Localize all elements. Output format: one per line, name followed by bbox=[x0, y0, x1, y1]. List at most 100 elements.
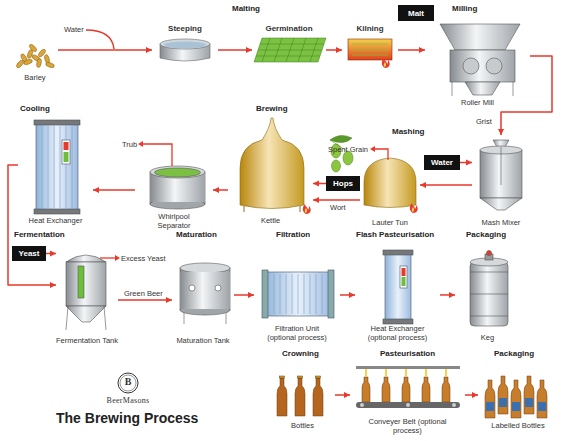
excess-yeast-line bbox=[100, 257, 116, 258]
caption-group: Filtration Unit (optional process) bbox=[260, 324, 335, 342]
stage-heading: Maturation bbox=[176, 230, 217, 239]
kiln bbox=[348, 39, 392, 68]
brew-kettle bbox=[240, 118, 311, 214]
caption-group: Whirlpool Separator bbox=[149, 212, 199, 230]
germination-floor bbox=[254, 38, 326, 62]
tag-text: Yeast bbox=[19, 249, 40, 258]
caption-group: Maturation Tank bbox=[166, 336, 240, 345]
flow-connector-group bbox=[46, 251, 56, 257]
flow-connector-group bbox=[313, 197, 360, 203]
plate-heat-exchanger bbox=[34, 120, 80, 214]
flow-connector-group bbox=[420, 182, 472, 188]
stage-heading: Milling bbox=[452, 4, 477, 13]
stage-heading: Crowning bbox=[282, 349, 319, 358]
stage-heading: Cooling bbox=[20, 104, 50, 113]
arrow-head bbox=[498, 129, 504, 135]
flow-connector-group bbox=[8, 165, 56, 288]
equipment-node: Heat Exchanger (optional process) bbox=[355, 245, 440, 342]
equipment-node: Fermentation Tank bbox=[56, 245, 118, 345]
arrow-head bbox=[146, 47, 152, 53]
arrow-head bbox=[449, 292, 455, 298]
flow-arrow bbox=[440, 294, 455, 296]
lauter-tun bbox=[364, 158, 418, 213]
arrow-head bbox=[349, 292, 355, 298]
tag-text: Malt bbox=[408, 9, 424, 18]
arrow-head bbox=[50, 282, 56, 288]
stage-heading: Packaging bbox=[466, 230, 506, 239]
equipment-caption: Heat Exchanger (optional process) bbox=[360, 324, 435, 342]
flow-arrow bbox=[234, 294, 254, 296]
arrow-head bbox=[166, 297, 172, 303]
flow-arrow bbox=[335, 394, 350, 396]
arrow-head bbox=[213, 187, 219, 193]
flow-arrow bbox=[398, 49, 425, 51]
flow-arrow bbox=[118, 299, 172, 301]
flow-connector-group bbox=[460, 160, 472, 166]
flow-arrow bbox=[420, 184, 472, 186]
conveyer-belt bbox=[356, 366, 460, 408]
arrow-head bbox=[313, 180, 319, 186]
equipment-caption: Kettle bbox=[222, 216, 319, 225]
caption-group: Heat Exchanger bbox=[12, 216, 99, 225]
steeping-vessel bbox=[160, 39, 210, 61]
input-tag: Malt bbox=[398, 5, 434, 21]
stage-heading: Filtration bbox=[276, 230, 310, 239]
input-tag: Hops bbox=[326, 176, 360, 191]
caption-group: Lauter Tun bbox=[354, 218, 426, 227]
arrow-head bbox=[472, 392, 478, 398]
input-tag: Water bbox=[424, 155, 460, 170]
equipment-caption: Barley bbox=[6, 73, 64, 82]
stage-title: Steeping bbox=[146, 24, 224, 33]
caption-group: Keg bbox=[449, 333, 526, 342]
equipment-node: Barley bbox=[12, 34, 58, 82]
trub-line bbox=[142, 144, 172, 166]
arrow-head bbox=[466, 160, 472, 166]
flow-connector-group bbox=[313, 180, 326, 186]
bottles bbox=[277, 376, 323, 416]
arrow-head bbox=[246, 47, 252, 53]
barley-pile bbox=[15, 43, 55, 69]
stage-heading: Flash Pasteurisation bbox=[356, 230, 434, 239]
equipment-caption: Fermentation Tank bbox=[56, 336, 118, 345]
tag-text: Hops bbox=[333, 179, 353, 188]
whirlpool-separator bbox=[150, 166, 205, 209]
flow-arrow bbox=[218, 49, 252, 51]
stage-heading: Fermentation bbox=[14, 230, 65, 239]
equipment-node: Steeping bbox=[152, 24, 218, 64]
equipment-node: Conveyer Belt (optional process) bbox=[350, 365, 465, 435]
maturation-tank bbox=[180, 263, 230, 324]
arrow-head bbox=[344, 392, 350, 398]
equipment-node: Lauter Tun bbox=[360, 155, 420, 227]
caption-group: Conveyer Belt (optional process) bbox=[368, 417, 448, 435]
equipment-node: Mash Mixer bbox=[472, 135, 530, 227]
stage-title: Germination bbox=[246, 24, 332, 33]
flow-connector-group bbox=[213, 187, 228, 193]
equipment-node: Kilning bbox=[342, 24, 398, 68]
arrow-head bbox=[370, 146, 375, 152]
equipment-node: Whirlpool Separator bbox=[135, 150, 213, 230]
flow-label: Green Beer bbox=[124, 289, 163, 298]
byproduct-label: Excess Yeast bbox=[121, 254, 166, 263]
keg bbox=[470, 251, 508, 327]
equipment-node: Keg bbox=[455, 245, 520, 342]
arrow-head bbox=[138, 141, 143, 147]
equipment-caption: Filtration Unit (optional process) bbox=[260, 324, 335, 342]
arrow-head bbox=[50, 251, 56, 257]
filtration-unit bbox=[262, 270, 334, 318]
byproduct-label: Spent Grain bbox=[328, 145, 368, 154]
caption-group: Labelled Bottles bbox=[472, 421, 564, 430]
diagram-title: The Brewing Process bbox=[56, 410, 198, 426]
arrow-head bbox=[313, 197, 319, 203]
equipment-caption: Roller Mill bbox=[419, 98, 536, 107]
caption-group: Kettle bbox=[222, 216, 319, 225]
flow-arrow bbox=[46, 253, 56, 255]
equipment-caption: Labelled Bottles bbox=[472, 421, 564, 430]
arrow-head bbox=[248, 292, 254, 298]
arrow-head bbox=[115, 255, 120, 261]
equipment-node: Heat Exchanger bbox=[18, 118, 93, 225]
logo-text: BeerMasons bbox=[101, 396, 155, 405]
caption-group: Fermentation Tank bbox=[56, 336, 118, 345]
stage-heading: Mashing bbox=[392, 127, 424, 136]
flow-arrow bbox=[8, 165, 56, 285]
